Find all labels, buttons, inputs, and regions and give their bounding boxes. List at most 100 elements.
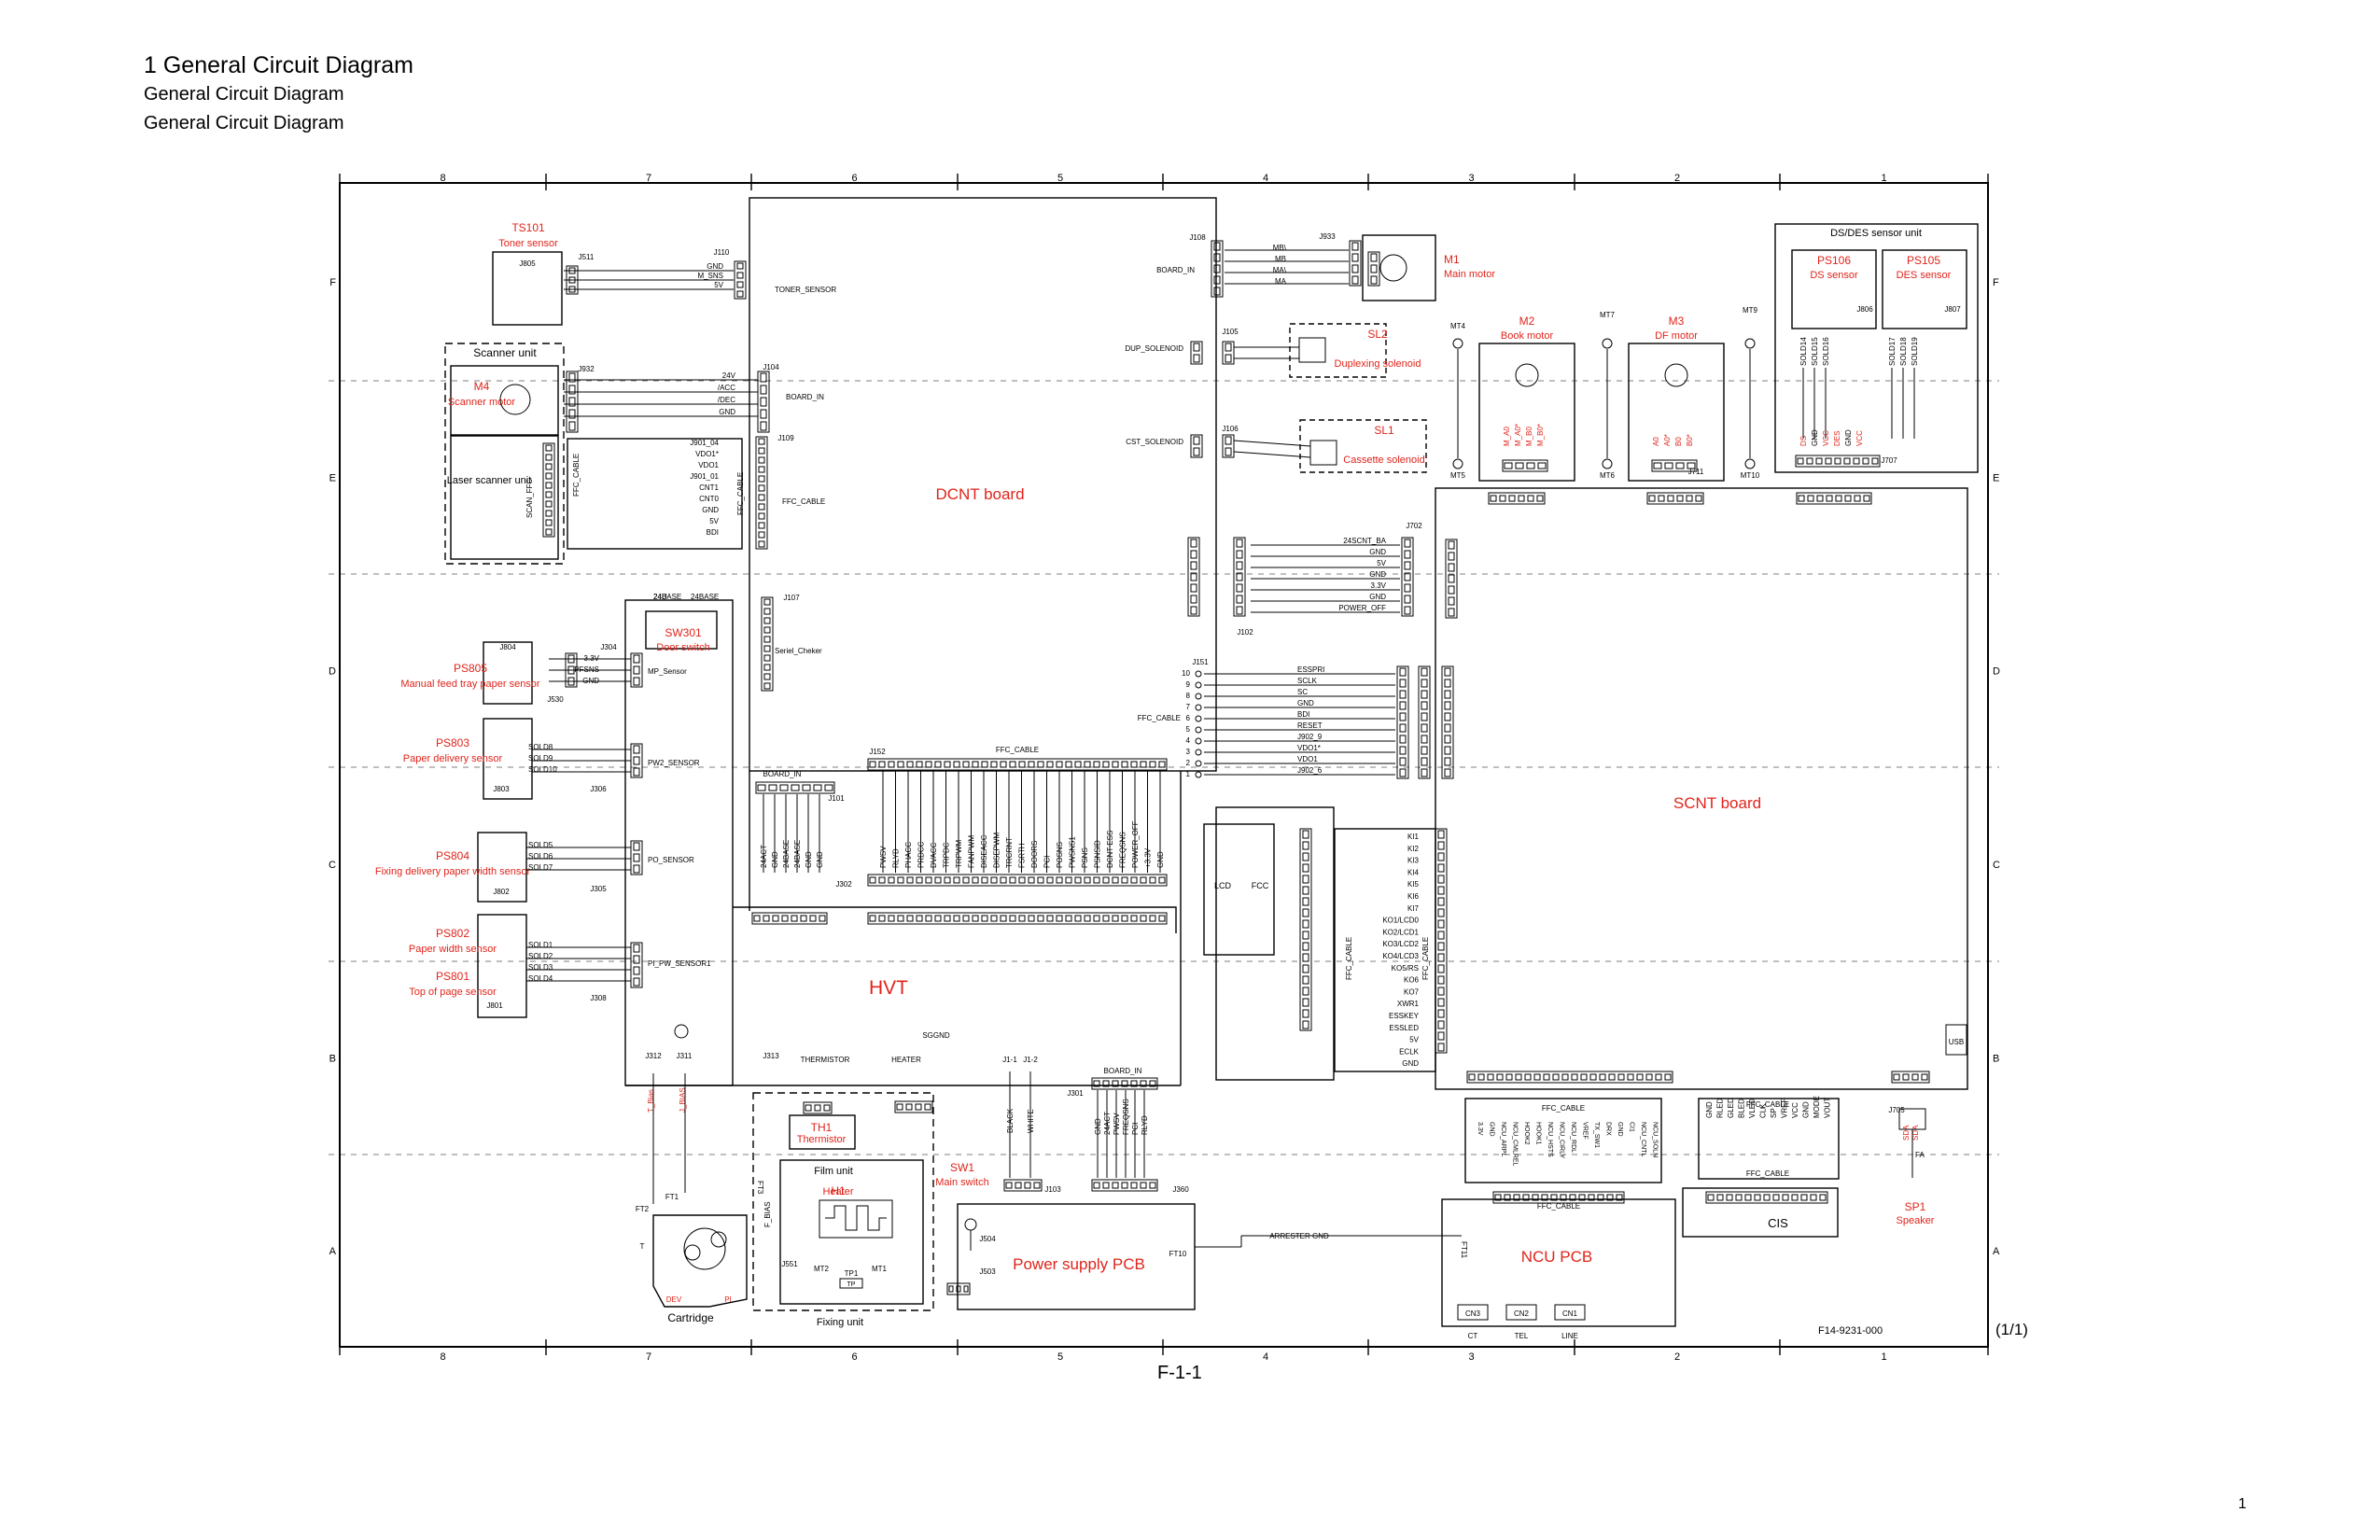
connector-pin xyxy=(1225,354,1232,363)
connector-pin xyxy=(1448,563,1455,572)
connector-pin xyxy=(1130,1182,1138,1189)
connector-pin xyxy=(953,876,960,884)
connector-pin xyxy=(1627,1073,1634,1081)
connector-pin xyxy=(1236,583,1243,593)
connector-pin xyxy=(1193,447,1200,456)
connector-pin xyxy=(1074,761,1082,768)
connector-pin xyxy=(1102,1080,1110,1087)
grid-column-label: 1 xyxy=(1881,173,1886,184)
f-bias-label: F_BIAS xyxy=(763,1201,772,1227)
connector-pin xyxy=(1807,495,1814,502)
ps803-label: PS803 xyxy=(436,736,469,749)
connector-pin xyxy=(763,598,771,606)
signal-label: KO1/LCD0 xyxy=(1382,917,1419,925)
connector-pin xyxy=(897,915,904,922)
connector-pin xyxy=(1806,457,1813,465)
connector-pin xyxy=(1084,761,1091,768)
connector-pin xyxy=(897,761,904,768)
connector-pin xyxy=(1195,737,1202,745)
connector-pin xyxy=(1921,1073,1928,1081)
connector-pin xyxy=(568,267,576,274)
connector-pin xyxy=(1504,1194,1511,1201)
connector-pin xyxy=(1437,875,1445,884)
switch-symbol xyxy=(964,1218,977,1231)
connector-pin xyxy=(814,1104,821,1112)
connector-pin xyxy=(1018,761,1026,768)
signal-label: CNT1 xyxy=(699,483,719,492)
connector xyxy=(1367,251,1380,287)
connector-pin xyxy=(1236,561,1243,570)
connector-pin xyxy=(981,915,988,922)
connector-pin xyxy=(1578,1194,1586,1201)
connector-pin xyxy=(1302,1020,1309,1029)
connector-pin xyxy=(1835,495,1842,502)
connector-pin xyxy=(1302,830,1309,839)
signal-label: SOLD6 xyxy=(528,852,553,861)
signal-label: SOLD15 xyxy=(1811,337,1819,366)
connector-pin xyxy=(545,463,553,470)
connector-pin xyxy=(819,915,826,922)
grid-column-label: 2 xyxy=(1674,173,1680,184)
connector-pin xyxy=(944,915,951,922)
sw301-label: SW301 xyxy=(665,626,702,639)
jack-label: CN2 xyxy=(1514,1309,1530,1318)
connector-pin xyxy=(1421,701,1428,710)
grid-column-label: 7 xyxy=(646,1351,651,1363)
test-point-label: MT2 xyxy=(814,1265,830,1273)
usb-label: USB xyxy=(1949,1038,1964,1046)
grid-row-label: A xyxy=(1993,1246,2000,1257)
grid-row-label: D xyxy=(1993,666,2000,678)
connector-pin xyxy=(1302,953,1309,962)
connector-pin xyxy=(1074,915,1082,922)
pw2-sensor-label: PW2_SENSOR xyxy=(648,759,700,767)
signal-label: KO6 xyxy=(1404,976,1420,985)
grid-column-label: 8 xyxy=(440,173,445,184)
j806-label: J806 xyxy=(1856,305,1873,314)
connector-pin xyxy=(1448,574,1455,583)
dcnt-board-outline xyxy=(749,197,1217,772)
connector xyxy=(1705,1191,1828,1204)
connector-pin xyxy=(1399,712,1407,721)
connector-pin xyxy=(1843,457,1851,465)
connector-pin xyxy=(1513,1194,1520,1201)
signal-label: NCU_CNTL xyxy=(1640,1122,1646,1156)
j308-label: J308 xyxy=(590,994,607,1002)
connector-pin xyxy=(1543,1073,1550,1081)
signal-label: A0* xyxy=(1663,434,1672,446)
connector-pin xyxy=(906,876,914,884)
signal-label: J902_9 xyxy=(1297,733,1323,741)
j705-label: J705 xyxy=(1888,1106,1905,1114)
connector-pin xyxy=(1302,964,1309,973)
connector-pin xyxy=(1515,462,1524,469)
connector-pin xyxy=(1726,1194,1733,1201)
connector-pin xyxy=(925,876,932,884)
connector xyxy=(566,265,579,295)
sp1_name-label: Speaker xyxy=(1897,1215,1935,1226)
connector-pin xyxy=(1791,1194,1799,1201)
grid-column-label: 6 xyxy=(851,173,857,184)
signal-label: M_SNS xyxy=(697,272,723,280)
connector-pin xyxy=(1664,462,1673,469)
signal-label: VLED xyxy=(1748,1099,1757,1118)
connector-pin xyxy=(1000,876,1007,884)
connector-pin xyxy=(1437,1043,1445,1052)
signal-label: VCC xyxy=(1855,430,1864,446)
connector-pin xyxy=(1404,539,1411,548)
connector-pin xyxy=(1421,723,1428,733)
connector-pin xyxy=(1655,1073,1662,1081)
usb-connector xyxy=(1945,1024,1967,1056)
test-point-label: MT4 xyxy=(1450,322,1466,330)
connector-pin xyxy=(760,385,767,395)
connector xyxy=(1401,537,1414,617)
j807-label: J807 xyxy=(1944,305,1961,314)
connector xyxy=(1190,341,1203,365)
signal-label: XWR1 xyxy=(1397,1000,1420,1008)
connector-pin xyxy=(1193,343,1200,352)
connector-pin xyxy=(1522,1194,1530,1201)
ps802-label: PS802 xyxy=(436,927,469,940)
signal-label: /ACC xyxy=(718,384,735,392)
connector-pin xyxy=(633,977,640,987)
j702-label: J702 xyxy=(1406,522,1422,530)
connector-pin xyxy=(905,1103,913,1111)
connector-pin xyxy=(1046,915,1054,922)
